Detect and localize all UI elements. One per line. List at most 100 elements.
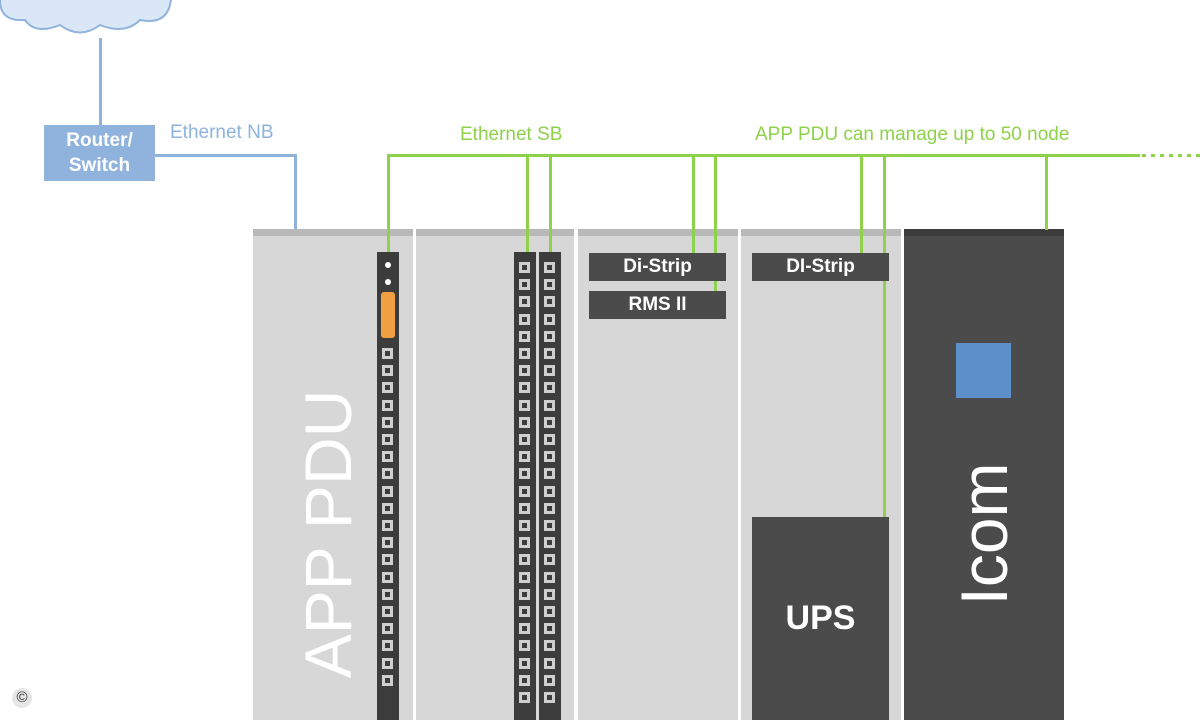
- outlet-socket: [544, 640, 555, 652]
- outlet-socket: [519, 640, 530, 652]
- outlet-socket: [544, 674, 555, 686]
- outlet-socket: [519, 416, 530, 428]
- outlet-socket: [544, 692, 555, 703]
- ethernet-nb-link-v: [294, 154, 297, 285]
- outlet-socket: [382, 434, 393, 445]
- outlet-socket: [519, 434, 530, 445]
- outlet-socket: [519, 623, 530, 635]
- outlet-socket: [544, 434, 555, 445]
- outlet-socket: [519, 692, 530, 703]
- outlet-socket: [544, 330, 555, 342]
- outlet-socket: [519, 537, 530, 549]
- outlet-socket: [544, 416, 555, 428]
- outlet-socket: [382, 623, 393, 635]
- outlet-socket: [544, 657, 555, 669]
- outlet-socket: [544, 485, 555, 497]
- outlet-socket: [544, 451, 555, 463]
- outlet-socket: [519, 399, 530, 411]
- outlet-socket: [544, 365, 555, 377]
- outlet-socket: [544, 571, 555, 583]
- ethernet-nb-label: Ethernet NB: [170, 122, 274, 143]
- icom-logo-square: [956, 343, 1011, 398]
- sb-drop-icom: [1045, 154, 1048, 230]
- outlet-socket: [519, 657, 530, 669]
- outlet-socket: [544, 588, 555, 600]
- outlet-socket: [382, 640, 393, 652]
- outlet-socket: [519, 606, 530, 617]
- outlet-socket: [519, 382, 530, 394]
- outlet-socket: [519, 674, 530, 686]
- ethernet-sb-label: Ethernet SB: [460, 124, 563, 145]
- router-label-line1: Router/: [66, 130, 133, 151]
- outlet-socket: [519, 330, 530, 342]
- app-pdu-title: APP PDU: [291, 389, 365, 679]
- outlet-socket: [544, 296, 555, 308]
- outlet-socket: [544, 279, 555, 291]
- outlet-socket: [519, 554, 530, 566]
- power-strip-b: [539, 252, 561, 720]
- outlet-socket: [382, 485, 393, 497]
- sb-drop-di-strip-2: [860, 154, 863, 254]
- outlet-socket: [382, 537, 393, 549]
- outlet-socket: [544, 537, 555, 549]
- sb-drop-ups: [883, 154, 886, 518]
- outlet-socket: [544, 262, 555, 273]
- router-switch-box: Router/ Switch: [44, 125, 155, 181]
- app-pdu-strip: [377, 252, 399, 720]
- icom-label: Icom: [947, 462, 1021, 606]
- port-icon: [385, 279, 391, 285]
- outlet-socket: [382, 588, 393, 600]
- ups-device: UPS: [752, 517, 889, 720]
- sb-drop-app-pdu: [387, 154, 390, 264]
- power-strip-a: [514, 252, 536, 720]
- ethernet-sb-backbone: [387, 154, 1140, 157]
- outlet-socket: [519, 313, 530, 325]
- backbone-continuation-dots: [1142, 154, 1200, 157]
- outlet-socket: [544, 623, 555, 635]
- router-label-line2: Switch: [68, 155, 131, 176]
- outlet-socket: [519, 262, 530, 273]
- outlet-socket: [382, 399, 393, 411]
- outlet-socket: [544, 313, 555, 325]
- port-icon: [385, 262, 391, 268]
- sb-drop-di-strip-1: [692, 154, 695, 254]
- outlet-socket: [519, 588, 530, 600]
- outlet-socket: [519, 279, 530, 291]
- outlet-socket: [519, 296, 530, 308]
- copyright-mark: ©: [12, 688, 32, 708]
- rms-label: RMS II: [628, 294, 687, 315]
- di-strip-1-label: Di-Strip: [623, 256, 692, 277]
- outlet-socket: [544, 502, 555, 514]
- rack-icom: Icom: [904, 229, 1064, 720]
- di-strip-device-2: DI-Strip: [752, 253, 889, 281]
- outlet-socket: [519, 451, 530, 463]
- outlet-socket: [382, 657, 393, 669]
- outlet-socket: [519, 348, 530, 359]
- di-strip-device-1: Di-Strip: [589, 253, 726, 281]
- outlet-socket: [544, 399, 555, 411]
- outlet-socket: [544, 520, 555, 531]
- outlet-socket: [382, 451, 393, 463]
- outlet-socket: [519, 502, 530, 514]
- cloud-link: [99, 38, 102, 126]
- cloud-icon: [0, 0, 172, 34]
- outlet-socket: [544, 382, 555, 394]
- ups-label: UPS: [785, 599, 856, 637]
- outlet-socket: [382, 520, 393, 531]
- outlet-socket: [382, 348, 393, 359]
- ethernet-nb-link-h1: [155, 154, 296, 157]
- capacity-label: APP PDU can manage up to 50 node: [755, 124, 1070, 145]
- outlet-socket: [519, 520, 530, 531]
- outlet-socket: [544, 606, 555, 617]
- outlet-socket: [382, 382, 393, 394]
- outlet-socket: [519, 365, 530, 377]
- outlet-socket: [382, 606, 393, 617]
- outlet-socket: [382, 674, 393, 686]
- outlet-socket: [382, 416, 393, 428]
- outlet-socket: [382, 365, 393, 377]
- sb-drop-strip-b: [549, 154, 552, 252]
- rms-device: RMS II: [589, 291, 726, 319]
- outlet-socket: [519, 571, 530, 583]
- outlet-socket: [382, 502, 393, 514]
- outlet-socket: [544, 468, 555, 480]
